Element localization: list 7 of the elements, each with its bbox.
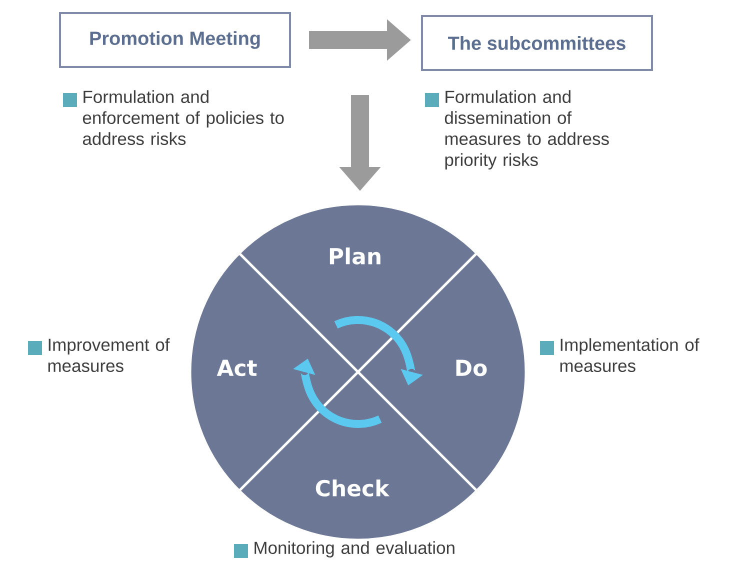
heading-box: Promotion Meeting [59,12,291,68]
heading-box: The subcommittees [421,15,653,71]
bullet-text: Formulation and dissemination of measures to address priority risks [444,90,609,170]
bullet-text: Improvement of measures [48,338,170,372]
bullet-text: Formulation and enforcement of policies to address risks [82,90,284,146]
bullet-text: Implementation of measures [560,338,700,372]
bullet-text: Monitoring and evaluation [254,541,454,558]
